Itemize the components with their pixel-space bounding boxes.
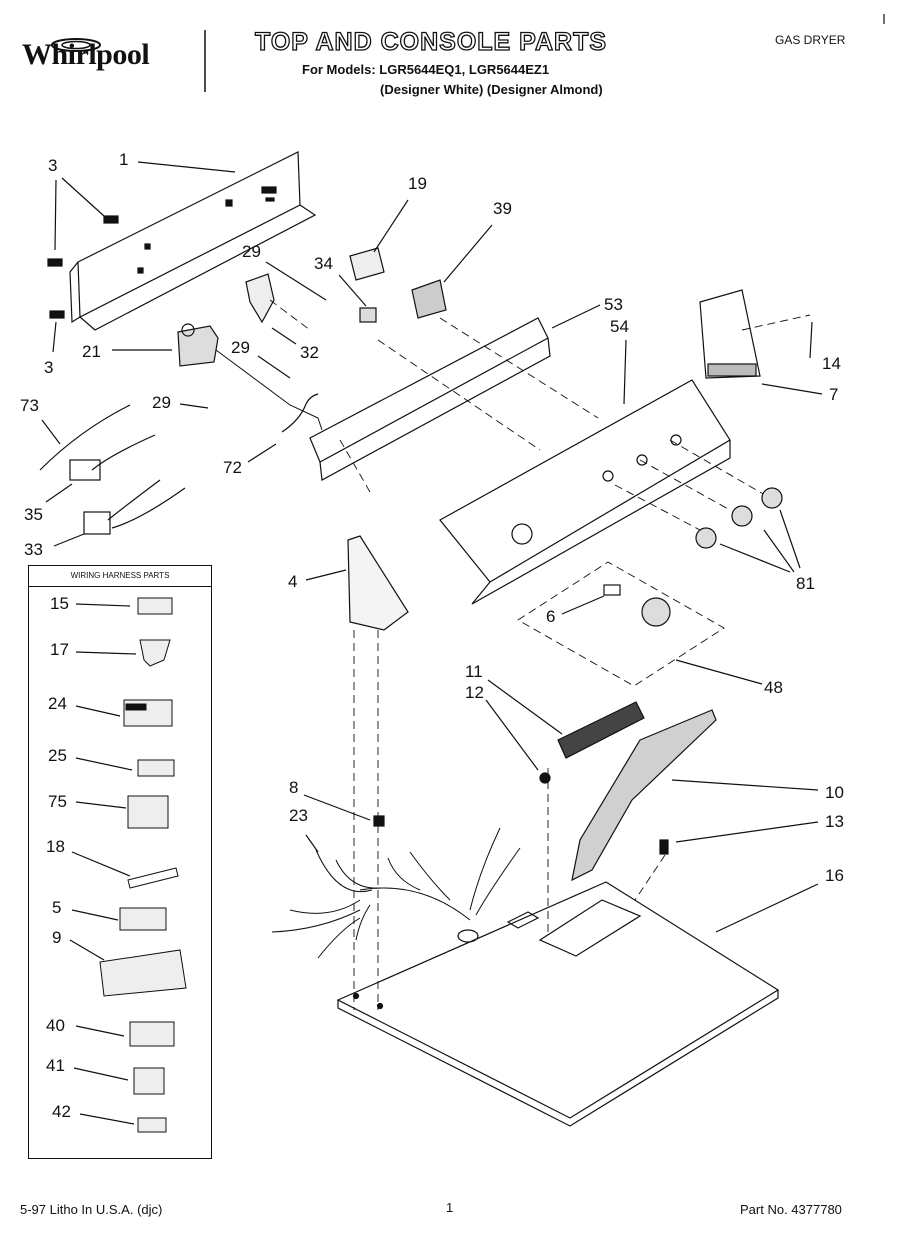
callout-48: 48 xyxy=(764,678,783,697)
callout-17: 17 xyxy=(50,640,69,659)
part-7-end-cap xyxy=(699,289,761,379)
callout-18: 18 xyxy=(46,837,65,856)
callout-3-bottom: 3 xyxy=(44,358,54,377)
callout-8: 8 xyxy=(289,778,299,797)
callout-75: 75 xyxy=(48,792,67,811)
callout-5: 5 xyxy=(52,898,62,917)
part-19-thermostat xyxy=(349,247,385,281)
callout-42: 42 xyxy=(52,1102,71,1121)
logo-swirl-icon xyxy=(51,38,101,52)
callout-11: 11 xyxy=(465,662,483,681)
callout-39: 39 xyxy=(493,199,512,218)
part-73-harness xyxy=(39,404,156,481)
callout-29-low: 29 xyxy=(152,393,171,412)
part-72-wire xyxy=(281,393,319,433)
harness-small-parts xyxy=(99,597,187,1133)
part-11-lint-screen xyxy=(557,701,645,759)
part-53-bracket xyxy=(309,317,551,481)
footer-part-number: Part No. 4377780 xyxy=(740,1202,842,1217)
callout-40: 40 xyxy=(46,1016,65,1035)
part-3-screws xyxy=(47,215,119,319)
part-33-harness xyxy=(83,479,186,535)
callout-13: 13 xyxy=(825,812,844,831)
callout-41: 41 xyxy=(46,1056,65,1075)
wiring-harness-box: WIRING HARNESS PARTS xyxy=(28,565,212,1159)
callout-19: 19 xyxy=(408,174,427,193)
part-21-timer xyxy=(177,323,219,367)
callout-12: 12 xyxy=(465,683,484,702)
callout-81: 81 xyxy=(796,574,815,593)
callout-24: 24 xyxy=(48,694,67,713)
callout-16: 16 xyxy=(825,866,844,885)
callout-29-mid: 29 xyxy=(231,338,250,357)
models-line: For Models: LGR5644EQ1, LGR5644EZ1 xyxy=(302,62,550,77)
part-13-screw xyxy=(659,839,669,855)
callout-9: 9 xyxy=(52,928,62,947)
product-type: GAS DRYER xyxy=(775,33,846,47)
page-title: TOP AND CONSOLE PARTS xyxy=(254,27,608,56)
callout-4: 4 xyxy=(288,572,298,591)
part-8-clip xyxy=(373,815,385,827)
callout-10: 10 xyxy=(825,783,844,802)
colors-line: (Designer White) (Designer Almond) xyxy=(380,82,603,97)
part-16-top xyxy=(336,881,780,1127)
callout-25: 25 xyxy=(48,746,67,765)
callout-29-top: 29 xyxy=(242,242,261,261)
wiring-harness-title: WIRING HARNESS PARTS xyxy=(29,566,211,587)
callout-21: 21 xyxy=(82,342,101,361)
callout-73: 73 xyxy=(20,396,39,415)
part-34-clip xyxy=(359,307,377,323)
callout-14: 14 xyxy=(822,354,841,373)
part-54-console xyxy=(439,379,731,605)
callout-23: 23 xyxy=(289,806,308,825)
footer-page-number: 1 xyxy=(446,1200,454,1215)
callout-7: 7 xyxy=(829,385,839,404)
part-32-switch xyxy=(245,273,275,324)
callout-6: 6 xyxy=(546,607,556,626)
part-39-selector-switch xyxy=(411,279,447,319)
callout-15: 15 xyxy=(50,594,69,613)
callout-32: 32 xyxy=(300,343,319,362)
footer-litho: 5-97 Litho In U.S.A. (djc) xyxy=(20,1202,163,1217)
part-10-duct xyxy=(571,709,717,882)
part-4-end-cap xyxy=(347,535,409,631)
callout-54: 54 xyxy=(610,317,629,336)
part-1-console-back-panel xyxy=(69,151,317,331)
callout-1: 1 xyxy=(119,150,129,169)
part-12-clip xyxy=(539,772,551,784)
callout-33: 33 xyxy=(24,540,43,559)
callout-3-top: 3 xyxy=(48,156,58,175)
callout-53: 53 xyxy=(604,295,623,314)
callout-72: 72 xyxy=(223,458,242,477)
brand-logo: Whirlpool xyxy=(22,38,150,71)
callout-34: 34 xyxy=(314,254,333,273)
callout-35: 35 xyxy=(24,505,43,524)
part-81-knobs xyxy=(695,487,783,549)
part-23-main-harness xyxy=(271,827,521,959)
part-6-knob xyxy=(641,597,671,627)
